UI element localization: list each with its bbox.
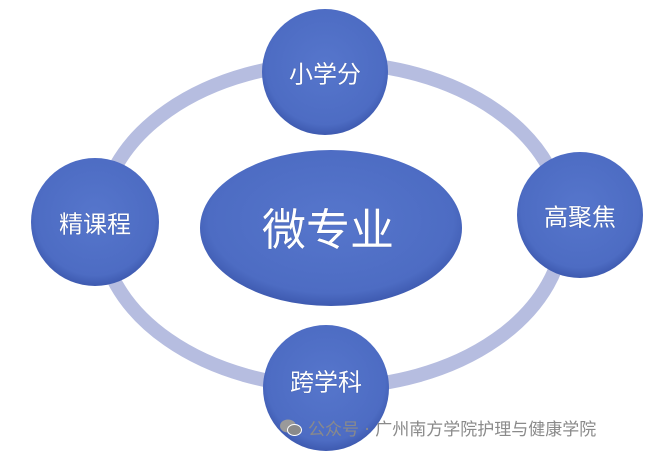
right-node-label: 高聚焦: [544, 203, 616, 232]
center-node-shape: [200, 150, 462, 306]
bottom-node-label: 跨学科: [290, 368, 362, 397]
watermark: 公众号 · 广州南方学院护理与健康学院: [280, 415, 596, 440]
watermark-text: 公众号 · 广州南方学院护理与健康学院: [308, 420, 597, 440]
right-node-shape: [517, 152, 643, 278]
top-node-label: 小学分: [289, 60, 361, 89]
left-node-shape: [31, 158, 159, 286]
top-node-shape: [262, 9, 388, 135]
center-node-label: 微专业: [262, 205, 394, 256]
wechat-icon: [280, 419, 302, 437]
bottom-node-shape: [263, 325, 389, 451]
left-node-label: 精课程: [59, 210, 131, 239]
